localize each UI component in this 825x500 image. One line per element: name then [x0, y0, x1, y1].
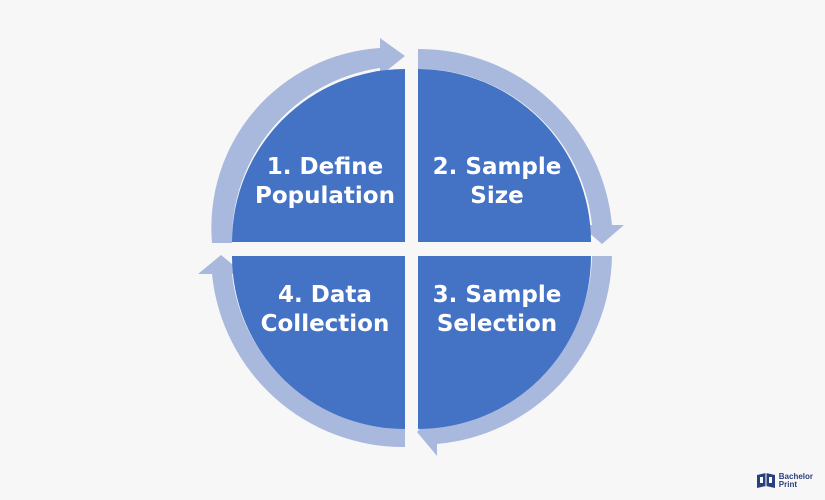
- arrow-ring-top-right: [418, 48, 624, 244]
- quadrant-sample-selection: [418, 256, 591, 429]
- quadrant-label-define-population: 1. Define Population: [255, 154, 395, 209]
- arrow-ring-top-left: [211, 38, 405, 243]
- arrow-ring-bottom-right: [417, 256, 612, 456]
- brand-logo: Bachelor Print: [756, 472, 813, 490]
- quadrant-label-sample-selection: 3. Sample Selection: [432, 282, 562, 337]
- quadrant-sample-size: [418, 69, 591, 242]
- quadrant-label-sample-size: 2. Sample Size: [432, 154, 562, 209]
- book-logo-icon: [756, 473, 775, 488]
- arrow-ring-bottom-left: [198, 255, 405, 448]
- quadrant-label-data-collection: 4. Data Collection: [260, 282, 390, 337]
- logo-wordmark: Bachelor Print: [778, 472, 813, 489]
- quadrant-define-population: [232, 69, 405, 242]
- quadrant-data-collection: [232, 256, 405, 429]
